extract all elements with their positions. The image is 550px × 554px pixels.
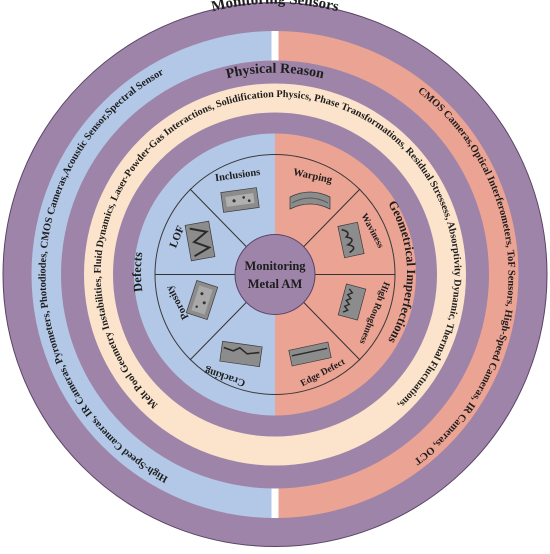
divider-upper-right [296, 188, 361, 255]
divider-lower-left [189, 294, 254, 361]
center-label-line1: Monitoring [244, 259, 306, 273]
center-label-line2: Metal AM [248, 277, 303, 291]
defects-category-label: Defects [130, 251, 145, 293]
physical-reason-title: Physical Reason [225, 62, 326, 83]
warping-illustration [289, 191, 331, 210]
lof-illustration [184, 220, 216, 262]
edge-defect-illustration [288, 341, 332, 367]
waviness-illustration [337, 221, 365, 259]
sector-dividers [155, 188, 395, 361]
high-roughness-illustration [337, 283, 367, 321]
cracking-illustration [219, 340, 263, 368]
center-hub [234, 234, 316, 315]
divider-lower-right [296, 294, 361, 361]
divider-upper-left [189, 188, 254, 255]
porosity-illustration [185, 279, 219, 321]
inclusions-illustration [220, 187, 260, 213]
